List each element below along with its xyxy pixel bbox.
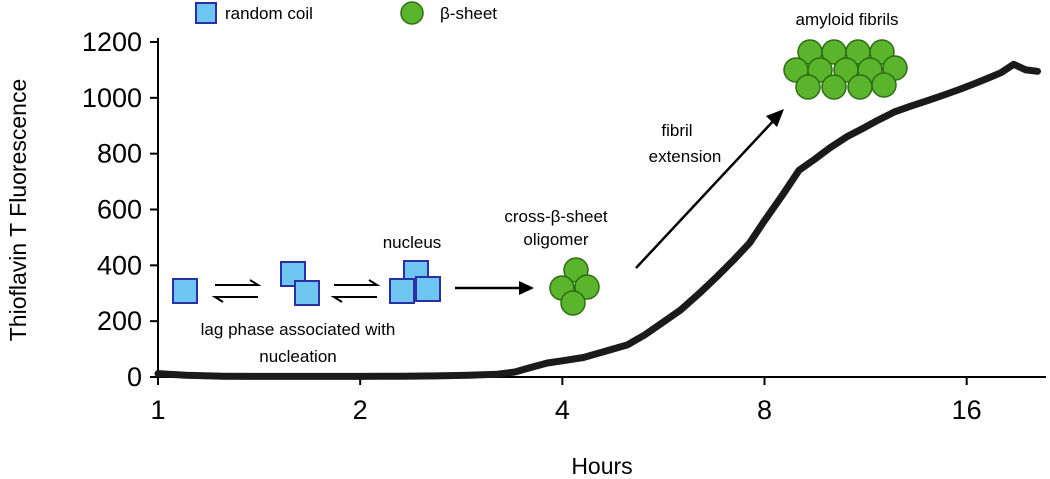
series-line-0 bbox=[154, 60, 1041, 380]
series bbox=[154, 60, 1041, 380]
y-tick-label: 200 bbox=[97, 306, 142, 336]
x-tick-label: 1 bbox=[150, 395, 165, 425]
x-tick-label: 4 bbox=[555, 395, 570, 425]
x-tick-label: 16 bbox=[952, 395, 982, 425]
annotation-extension-line1: fibril bbox=[661, 121, 692, 140]
x-tick-label: 2 bbox=[353, 395, 368, 425]
dimer-squares bbox=[280, 261, 320, 306]
y-tick-label: 0 bbox=[127, 362, 142, 392]
y-tick-label: 1000 bbox=[82, 83, 142, 113]
x-axis-title: Hours bbox=[571, 453, 632, 479]
y-axis-title: Thioflavin T Fluorescence bbox=[5, 79, 31, 342]
equilibrium-arrows-2 bbox=[330, 279, 381, 303]
oligomer-circles bbox=[549, 257, 600, 316]
annotation-lag-phase-line2: nucleation bbox=[259, 347, 337, 366]
y-tick-label: 1200 bbox=[82, 27, 142, 57]
extension-arrowhead bbox=[766, 109, 784, 127]
legend-random-coil-marker bbox=[195, 2, 217, 24]
legend: random coil β-sheet bbox=[195, 1, 497, 25]
x-tick-label: 8 bbox=[757, 395, 772, 425]
annotation-nucleus: nucleus bbox=[383, 233, 442, 252]
legend-beta-sheet-marker bbox=[400, 1, 424, 25]
annotation-oligomer-line2: oligomer bbox=[523, 230, 589, 249]
legend-beta-sheet-label: β-sheet bbox=[440, 4, 497, 23]
nucleus-squares bbox=[389, 260, 441, 304]
fibril-circles bbox=[783, 39, 908, 100]
nucleation-diagram: nucleus lag phase associated with nuclea… bbox=[172, 10, 908, 366]
growth-arrowhead bbox=[519, 281, 534, 295]
y-tick-label: 600 bbox=[97, 195, 142, 225]
y-tick-label: 800 bbox=[97, 139, 142, 169]
annotation-oligomer-line1: cross-β-sheet bbox=[504, 207, 608, 226]
annotation-fibrils: amyloid fibrils bbox=[796, 10, 899, 29]
monomer-square bbox=[172, 278, 198, 304]
extension-arrow bbox=[635, 117, 777, 269]
y-tick-label: 400 bbox=[97, 250, 142, 280]
legend-random-coil-label: random coil bbox=[225, 4, 313, 23]
annotation-lag-phase-line1: lag phase associated with bbox=[201, 320, 396, 339]
ticks: 0 200 400 600 800 1000 1200 1 2 4 8 16 bbox=[82, 27, 982, 425]
equilibrium-arrows-1 bbox=[211, 279, 262, 303]
annotation-extension-line2: extension bbox=[649, 147, 722, 166]
